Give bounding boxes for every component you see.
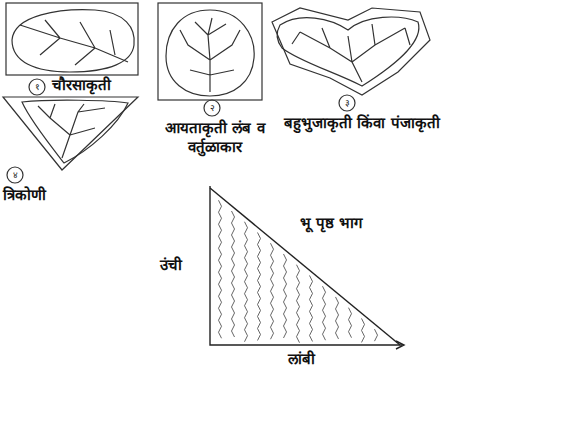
square-outline — [6, 3, 138, 75]
callout-number: १ — [29, 79, 45, 95]
hatch-line — [258, 232, 261, 340]
hatch-line — [284, 254, 287, 338]
polygon-outline — [272, 8, 430, 95]
callout-circle — [204, 100, 220, 116]
hatch-line — [323, 286, 326, 340]
triangle-streams — [38, 104, 105, 158]
hatch-line — [349, 308, 352, 338]
rectangle-streams — [180, 18, 240, 92]
rectangle-basin — [166, 10, 254, 96]
callout-number: २ — [204, 100, 220, 116]
shape-label: चौरसाकृती — [52, 76, 111, 95]
shape-label: त्रिकोणी — [3, 186, 46, 205]
hatch-line — [336, 297, 339, 339]
triangle-basin — [22, 100, 128, 163]
hatch-line — [245, 222, 248, 342]
area-label: भू पृष्ठ भाग — [300, 214, 362, 233]
rectangle-outline — [158, 3, 262, 100]
profile-slope — [210, 188, 400, 345]
callout-circle — [29, 79, 45, 95]
hatch-line — [297, 265, 300, 343]
callout-number: ४ — [7, 167, 23, 183]
callout-circle — [7, 167, 23, 183]
profile-hatching — [219, 200, 378, 342]
triangle-outline — [3, 97, 138, 170]
axis-arrow — [396, 341, 404, 349]
shape-label: आयताकृती लंब व वर्तुळाकार — [140, 119, 290, 157]
callout-circle — [339, 95, 355, 111]
square-basin — [12, 10, 134, 72]
hatch-line — [375, 329, 378, 341]
shape-label: बहुभुजाकृती किंवा पंजाकृती — [282, 114, 442, 133]
graph-axes — [210, 186, 402, 345]
hatch-line — [362, 318, 365, 342]
axis-label: लांबी — [288, 350, 315, 369]
basin-shapes — [3, 3, 430, 183]
axis-label: उंची — [160, 256, 182, 275]
callout-number: ३ — [339, 95, 355, 111]
polygon-basin — [277, 17, 419, 86]
square-streams — [20, 20, 128, 65]
hatch-line — [219, 200, 222, 338]
hatch-line — [310, 275, 313, 341]
hatch-line — [271, 243, 274, 339]
polygon-streams — [292, 24, 410, 82]
hatch-line — [232, 211, 235, 337]
profile-graph — [210, 186, 404, 349]
